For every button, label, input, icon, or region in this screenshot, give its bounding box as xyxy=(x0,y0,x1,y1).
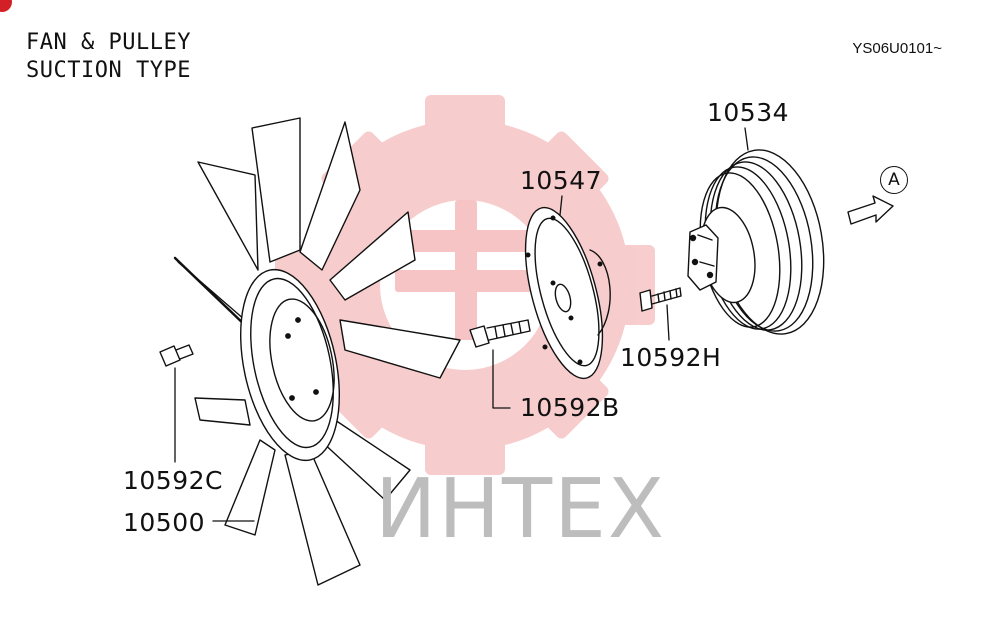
part-label-10592C[interactable]: 10592C xyxy=(123,466,223,495)
page-badge xyxy=(0,0,12,12)
reference-marker: A xyxy=(880,166,908,194)
bolt-10592H xyxy=(639,287,682,312)
bolt-10592C xyxy=(159,344,194,367)
diagram-title: FAN & PULLEY xyxy=(26,30,191,55)
spacer-plate xyxy=(524,206,611,380)
leader-lines xyxy=(174,127,749,522)
part-label-10500[interactable]: 10500 xyxy=(123,508,206,537)
part-label-10534[interactable]: 10534 xyxy=(707,98,790,127)
fan-ring xyxy=(239,268,341,462)
diagram-code: YS06U0101~ xyxy=(852,40,942,57)
part-label-10592H[interactable]: 10592H xyxy=(620,343,722,372)
direction-arrow-icon xyxy=(847,195,894,225)
fan-blades xyxy=(173,117,461,586)
part-label-10592B[interactable]: 10592B xyxy=(520,393,620,422)
pulley xyxy=(687,149,825,335)
bolt-10592B xyxy=(469,319,531,348)
diagram-subtitle: SUCTION TYPE xyxy=(26,58,191,83)
watermark-text: ИНТЕХ xyxy=(375,462,667,557)
part-label-10547[interactable]: 10547 xyxy=(520,166,603,195)
